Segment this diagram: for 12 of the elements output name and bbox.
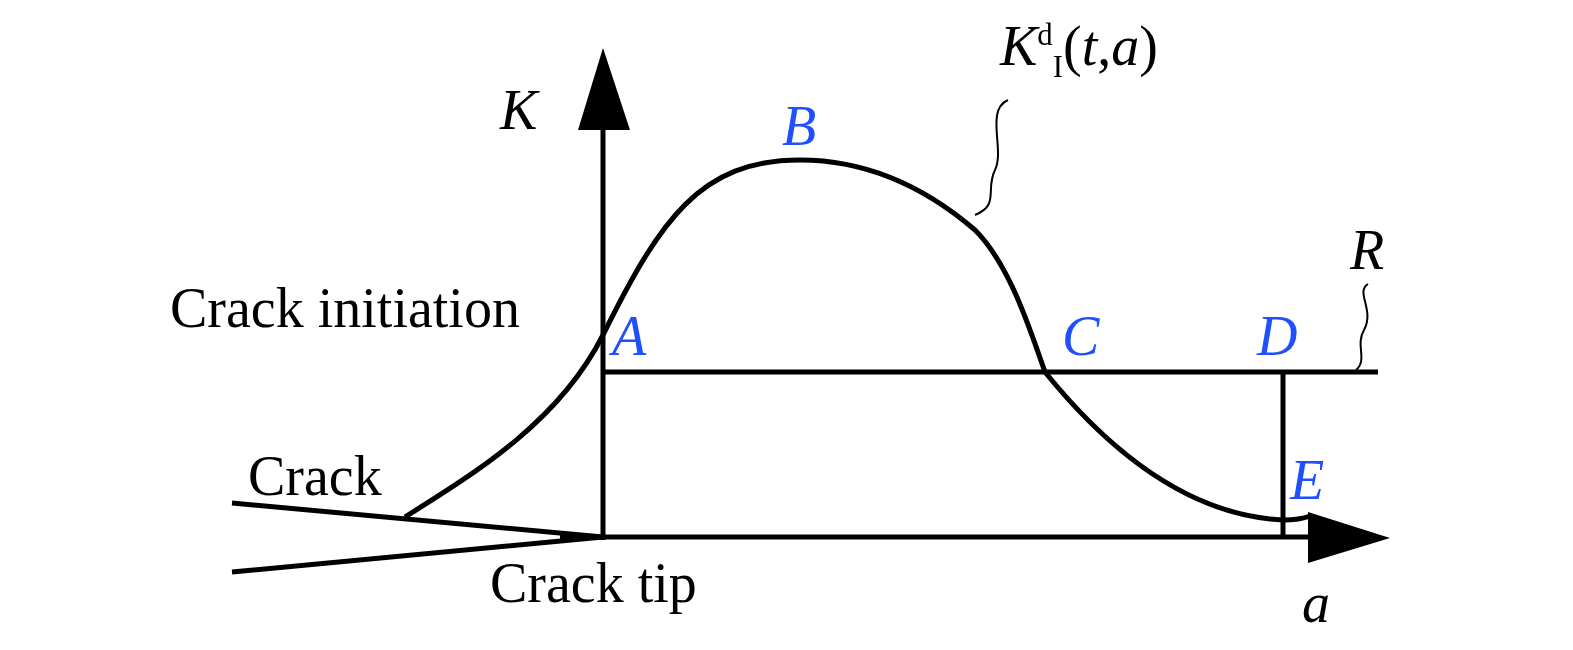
leader-line — [974, 99, 1009, 216]
curve-label: K$^{d}$$_{I}$(t,a) — [1000, 18, 1158, 83]
annotation-label: Crack — [248, 448, 382, 504]
point-label: B — [782, 98, 817, 154]
leader-line — [1355, 283, 1369, 371]
point-label: D — [1257, 308, 1298, 364]
point-label: E — [1290, 452, 1325, 508]
line-label: R — [1350, 222, 1385, 278]
annotation-label: Crack initiation — [170, 280, 520, 336]
axis-label: K — [500, 82, 538, 138]
point-label: C — [1062, 308, 1100, 364]
axis-label: a — [1302, 575, 1330, 631]
